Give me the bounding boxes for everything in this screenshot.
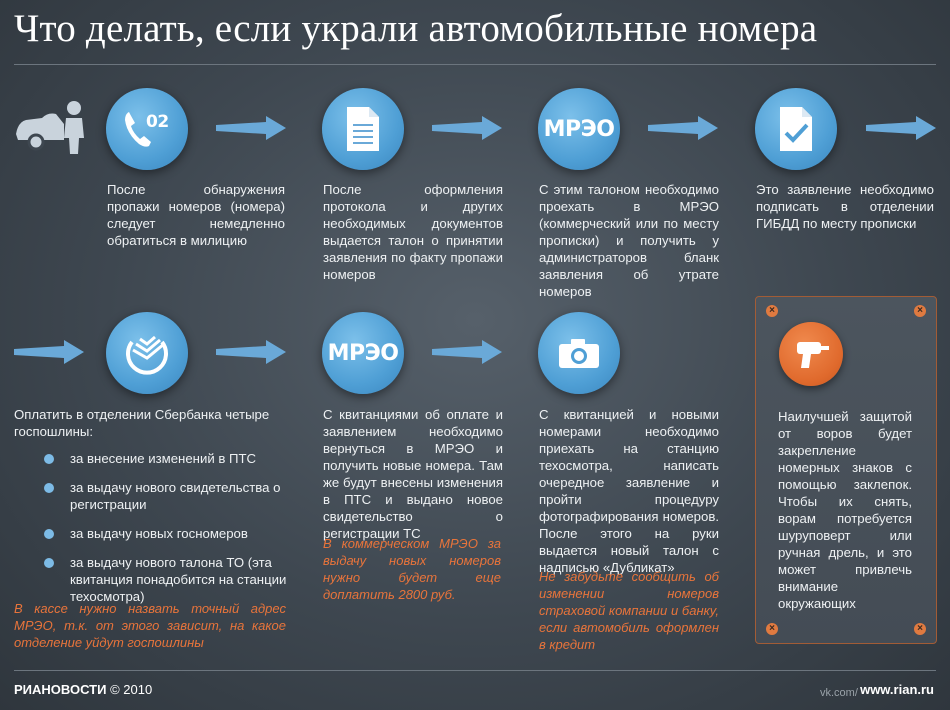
bottom-divider (14, 670, 936, 671)
arrow-right-icon (432, 340, 502, 364)
arrow-right-icon (216, 340, 286, 364)
fees-list: за внесение изменений в ПТС за выдачу но… (44, 450, 292, 617)
camera-icon (538, 312, 620, 394)
site-link[interactable]: www.rian.ru (860, 682, 934, 697)
arrow-right-icon (648, 116, 718, 140)
bullet-dot (44, 558, 54, 568)
arrow-right-icon (216, 116, 286, 140)
step6-note: В коммерческом МРЭО за выдачу новых номе… (323, 536, 501, 602)
step7-text: С квитанцией и новыми номерами необходим… (539, 407, 719, 575)
step5-text: Оплатить в отделении Сбербанка четыре го… (14, 407, 270, 439)
step1-text: После обнаружения пропажи номеров (номер… (107, 182, 285, 248)
arrow-right-icon (432, 116, 502, 140)
watermark: vk.com/ (820, 687, 858, 699)
mreo-icon: МРЭО (538, 88, 620, 170)
step6-text: С квитанциями об оплате и заявлением нео… (323, 407, 503, 541)
rivet-icon: × (914, 623, 926, 635)
brand-name: РИАНОВОСТИ (14, 682, 107, 697)
tip-text: Наилучшей защитой от воров будет закрепл… (778, 409, 912, 611)
step4-text: Это заявление необходимо подписать в отд… (756, 182, 934, 231)
list-item-text: за внесение изменений в ПТС (70, 451, 257, 466)
arrow-right-icon (866, 116, 936, 140)
list-item-text: за выдачу нового свидетельства о регистр… (70, 480, 281, 512)
car-person-icon (14, 100, 90, 161)
drill-icon (779, 322, 843, 386)
mreo-label: МРЭО (327, 340, 399, 366)
step7-note: Не забудьте сообщить об изменении номеро… (539, 569, 719, 652)
brand-logo: РИАНОВОСТИ © 2010 (14, 682, 152, 697)
list-item: за внесение изменений в ПТС (44, 450, 292, 467)
bullet-dot (44, 454, 54, 464)
arrow-right-icon (14, 340, 84, 364)
phone-02-icon: 02 (106, 88, 188, 170)
copyright: © 2010 (110, 682, 153, 697)
bullet-dot (44, 529, 54, 539)
rivet-icon: × (766, 305, 778, 317)
page-title: Что делать, если украли автомобильные но… (14, 7, 818, 50)
step2-text: После оформления протокола и других необ… (323, 182, 503, 282)
checked-document-icon (755, 88, 837, 170)
top-divider (14, 64, 936, 65)
mreo-label: МРЭО (543, 116, 615, 142)
rivet-icon: × (914, 305, 926, 317)
step5-note: В кассе нужно назвать точный адрес МРЭО,… (14, 601, 286, 650)
document-icon (322, 88, 404, 170)
bullet-dot (44, 483, 54, 493)
tip-panel: × × × × (755, 296, 937, 644)
step3-text: С этим талоном необходимо проехать в МРЭ… (539, 182, 719, 299)
list-item: за выдачу нового талона ТО (эта квитанци… (44, 554, 292, 605)
list-item: за выдачу новых госномеров (44, 525, 292, 542)
sberbank-icon (106, 312, 188, 394)
mreo-icon: МРЭО (322, 312, 404, 394)
list-item-text: за выдачу новых госномеров (70, 526, 248, 541)
list-item-text: за выдачу нового талона ТО (эта квитанци… (70, 555, 287, 604)
rivet-icon: × (766, 623, 778, 635)
list-item: за выдачу нового свидетельства о регистр… (44, 479, 292, 513)
phone-02-label: 02 (146, 112, 169, 132)
